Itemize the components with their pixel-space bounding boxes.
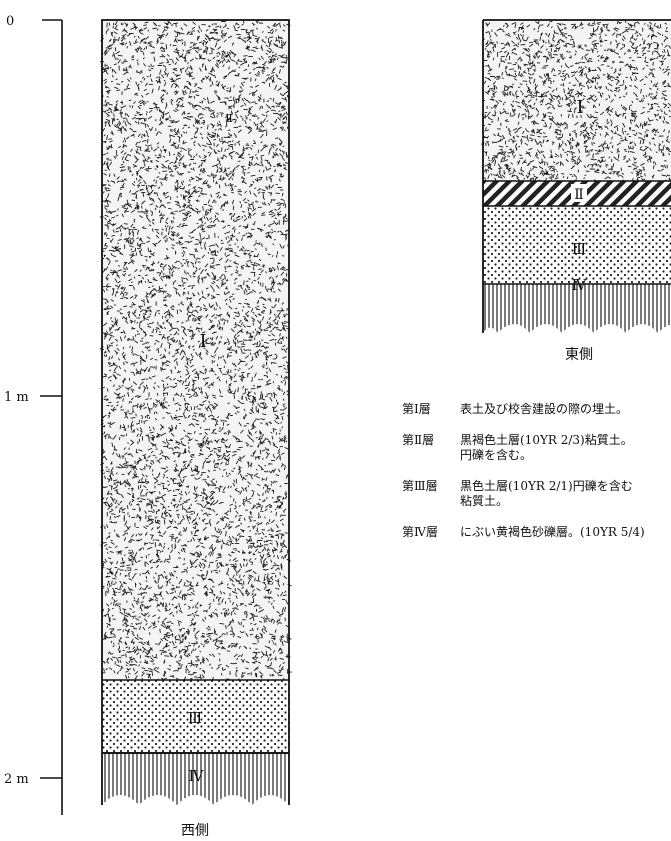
west-column-outline <box>101 19 290 754</box>
east-layer-1-speckle <box>481 20 671 185</box>
depth-scale: 0 1 m 2 m <box>4 14 63 815</box>
east-layer-1-label: Ⅰ <box>576 97 583 118</box>
west-layer-4-fill <box>102 753 289 805</box>
west-layer-3-fill <box>102 680 289 753</box>
legend-item: 第Ⅳ層 にぶい黄褐色砂礫層。(10YR 5/4) <box>402 525 671 540</box>
speckle-texture <box>99 20 292 684</box>
legend-desc: 表土及び校舎建設の際の埋土。 <box>460 402 629 416</box>
west-column: Ⅱ Ⅰ Ⅲ Ⅳ 西側 <box>99 19 292 839</box>
east-layer-1-fill <box>483 20 671 181</box>
east-layer-3-fill <box>483 206 671 284</box>
legend-key: 第Ⅱ層 <box>402 433 435 447</box>
legend-key: 第Ⅳ層 <box>402 525 438 539</box>
speckle-texture <box>481 20 671 185</box>
west-layer-1-fill <box>102 20 289 680</box>
legend-desc: 黒褐色土層(10YR 2/3)粘質土。 円礫を含む。 <box>460 433 633 462</box>
legend-key: 第Ⅰ層 <box>402 402 431 416</box>
scale-label-0: 0 <box>6 14 14 29</box>
east-layer-4-fill <box>483 284 671 333</box>
west-caption: 西側 <box>181 823 209 839</box>
legend-item: 第Ⅲ層 黒色土層(10YR 2/1)円礫を含む 粘質土。 <box>402 479 671 509</box>
east-layer-4-label: Ⅳ <box>572 276 588 294</box>
legend-item: 第Ⅱ層 黒褐色土層(10YR 2/3)粘質土。 円礫を含む。 <box>402 433 671 463</box>
east-layer-3-label: Ⅲ <box>572 240 586 258</box>
east-layer-2-label: Ⅱ <box>574 187 584 203</box>
east-layer-2-label-bg <box>571 184 587 202</box>
west-layer-1-label: Ⅰ <box>199 331 206 352</box>
legend-desc: 黒色土層(10YR 2/1)円礫を含む 粘質土。 <box>460 479 633 508</box>
legend-key: 第Ⅲ層 <box>402 479 438 493</box>
scale-label-1m: 1 m <box>4 390 29 405</box>
east-caption: 東側 <box>565 347 593 363</box>
west-layer-3-label: Ⅲ <box>188 709 202 727</box>
east-column: Ⅰ Ⅱ Ⅲ Ⅳ 東側 <box>481 19 671 363</box>
scale-label-2m: 2 m <box>4 772 29 787</box>
legend-item: 第Ⅰ層 表土及び校舎建設の際の埋土。 <box>402 402 671 417</box>
layer-legend: 第Ⅰ層 表土及び校舎建設の際の埋土。 第Ⅱ層 黒褐色土層(10YR 2/3)粘質… <box>402 402 671 556</box>
west-layer-1-speckle <box>99 20 292 684</box>
west-inner-mark: Ⅱ <box>225 112 232 125</box>
legend-desc: にぶい黄褐色砂礫層。(10YR 5/4) <box>460 525 645 539</box>
west-layer-4-label: Ⅳ <box>189 767 205 785</box>
